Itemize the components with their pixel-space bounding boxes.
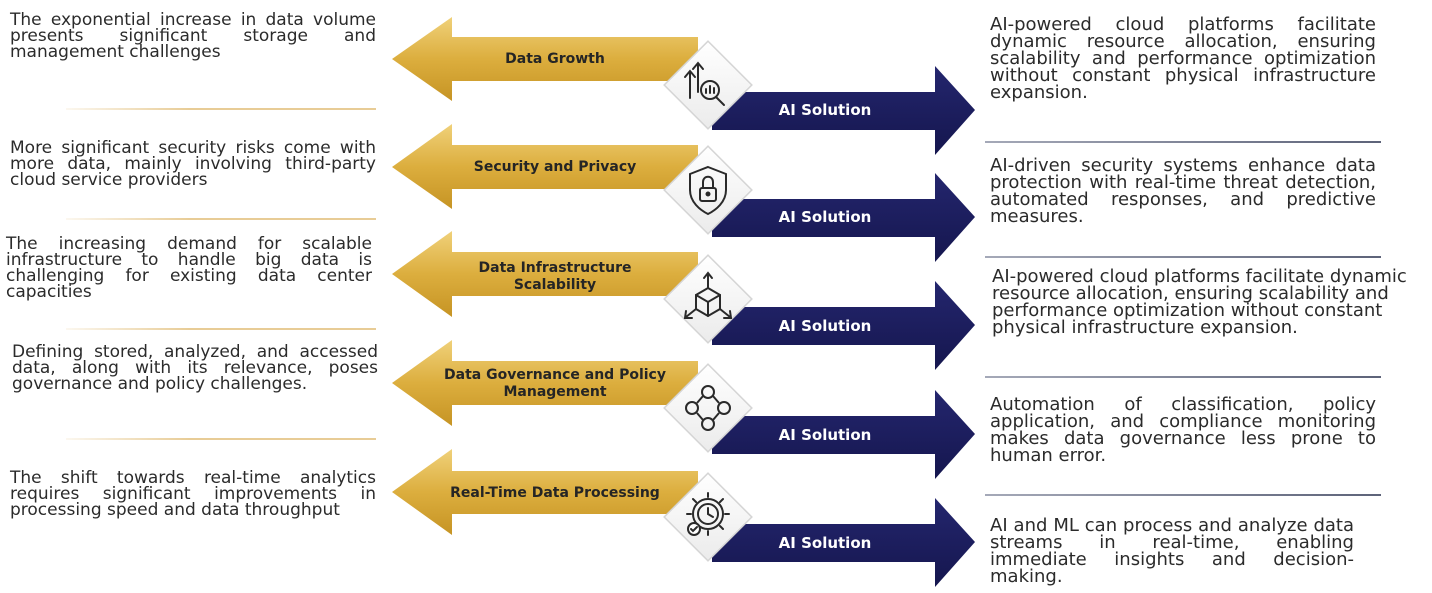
icon-tile (663, 254, 753, 344)
solution-text-security: AI-driven security systems enhance data … (990, 155, 1376, 227)
icon-tile (663, 472, 753, 562)
solution-text-governance: Automation of classification, policy app… (990, 394, 1376, 466)
gold-arrow (392, 124, 698, 209)
ai-solution-label: AI Solution (778, 534, 872, 552)
navy-arrow (712, 390, 975, 479)
divider (985, 141, 1381, 143)
challenge-title-scalability: Data Infrastructure Scalability (478, 260, 632, 293)
challenge-text-governance: Defining stored, analyzed, and accessed … (12, 342, 378, 394)
challenge-text-security: More significant security risks come wit… (10, 138, 376, 190)
solution-text-realtime: AI and ML can process and analyze data s… (990, 515, 1354, 587)
navy-arrow (712, 66, 975, 155)
ai-solution-label: AI Solution (778, 317, 872, 335)
row-security (392, 124, 975, 262)
challenge-title-realtime: Real-Time Data Processing (450, 485, 660, 501)
challenge-text-scalability: The increasing demand for scalable infra… (6, 234, 372, 302)
divider (985, 256, 1381, 258)
challenge-text-data-growth: The exponential increase in data volume … (10, 10, 376, 62)
challenge-title-data-growth: Data Growth (505, 51, 605, 67)
navy-arrow (712, 173, 975, 262)
ai-solution-label: AI Solution (778, 208, 872, 226)
navy-arrow (712, 281, 975, 370)
ai-solution-label: AI Solution (778, 426, 872, 444)
row-data-growth (392, 17, 975, 155)
divider (66, 108, 376, 110)
solution-text-scalability: AI-powered cloud platforms facilitate dy… (992, 266, 1407, 338)
icon-tile (663, 40, 753, 130)
cube-arrows-icon (683, 271, 733, 319)
gold-arrow (392, 449, 698, 535)
challenge-title-security: Security and Privacy (473, 159, 637, 175)
icon-tile (663, 145, 753, 235)
gear-clock-icon (686, 492, 730, 536)
gold-arrow (392, 17, 698, 101)
growth-chart-magnifier-icon (684, 61, 725, 106)
divider (66, 438, 376, 440)
shield-lock-icon (689, 165, 727, 216)
navy-arrow (712, 498, 975, 587)
gold-arrow (392, 231, 698, 317)
gold-arrow (392, 340, 698, 426)
challenge-title-governance: Data Governance and Policy Management (444, 367, 666, 400)
row-scalability (392, 231, 975, 370)
challenge-text-realtime: The shift towards real-time analytics re… (10, 468, 376, 520)
divider (985, 376, 1381, 378)
row-realtime (392, 449, 975, 587)
governance-cycle-icon (685, 385, 731, 431)
solution-text-data-growth: AI-powered cloud platforms facilitate dy… (990, 14, 1376, 103)
divider (985, 494, 1381, 496)
divider (66, 328, 376, 330)
divider (66, 218, 376, 220)
ai-solution-label: AI Solution (778, 101, 872, 119)
icon-tile (663, 363, 753, 453)
row-governance (392, 340, 975, 479)
